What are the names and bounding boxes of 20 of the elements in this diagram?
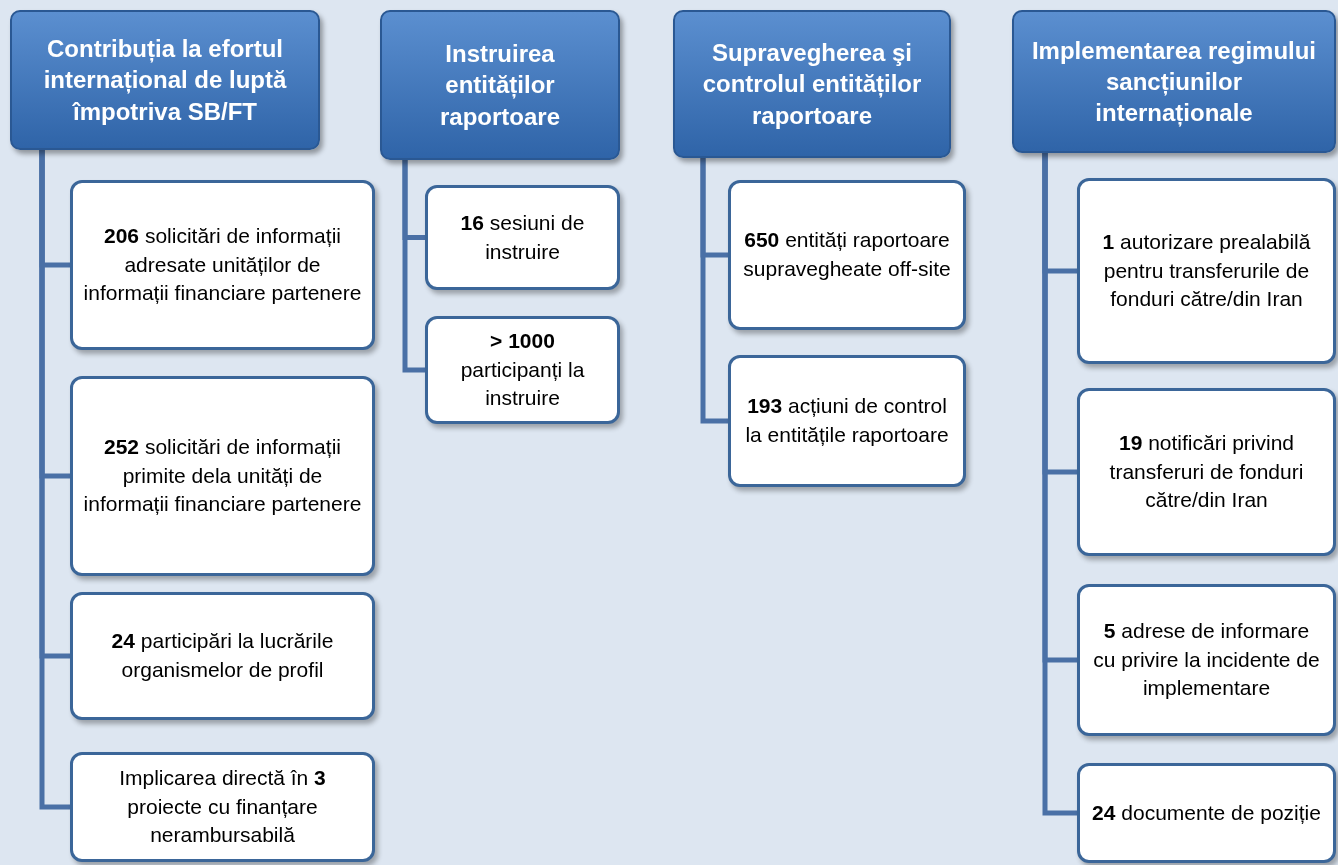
category-header-box: Implementarea regimului sancțiunilor internaționale — [1012, 10, 1336, 153]
statistic-box: 206 solicitări de informații adresate unităților de informații financiare partenere — [70, 180, 375, 350]
statistic-box: 24 participări la lucrările organismelor de profil — [70, 592, 375, 720]
connector-line — [402, 160, 425, 373]
statistic-box: Implicarea directă în 3 proiecte cu finanțare nerambursabilă — [70, 752, 375, 862]
connector-line — [39, 150, 70, 810]
statistic-box: 16 sesiuni de instruire — [425, 185, 620, 290]
category-header-box: Contribuția la efortul internațional de luptă împotriva SB/FT — [10, 10, 320, 150]
statistic-box: 1 autorizare prealabilă pentru transferurile de fonduri către/din Iran — [1077, 178, 1336, 364]
statistic-box: 19 notificări privind transferuri de fonduri către/din Iran — [1077, 388, 1336, 556]
connector-line — [1042, 153, 1077, 816]
connector-line — [700, 158, 728, 424]
category-header-box: Instruirea entităților raportoare — [380, 10, 620, 160]
statistic-box: 5 adrese de informare cu privire la incidente de implementare — [1077, 584, 1336, 736]
statistic-box: 252 solicitări de informații primite dela unități de informații financiare partenere — [70, 376, 375, 576]
statistic-box: > 1000 participanți la instruire — [425, 316, 620, 424]
statistic-box: 650 entități raportoare supravegheate off-site — [728, 180, 966, 330]
statistic-box: 193 acțiuni de control la entitățile raportoare — [728, 355, 966, 487]
statistic-box: 24 documente de poziție — [1077, 763, 1336, 863]
category-header-box: Supravegherea şi controlul entităților raportoare — [673, 10, 951, 158]
